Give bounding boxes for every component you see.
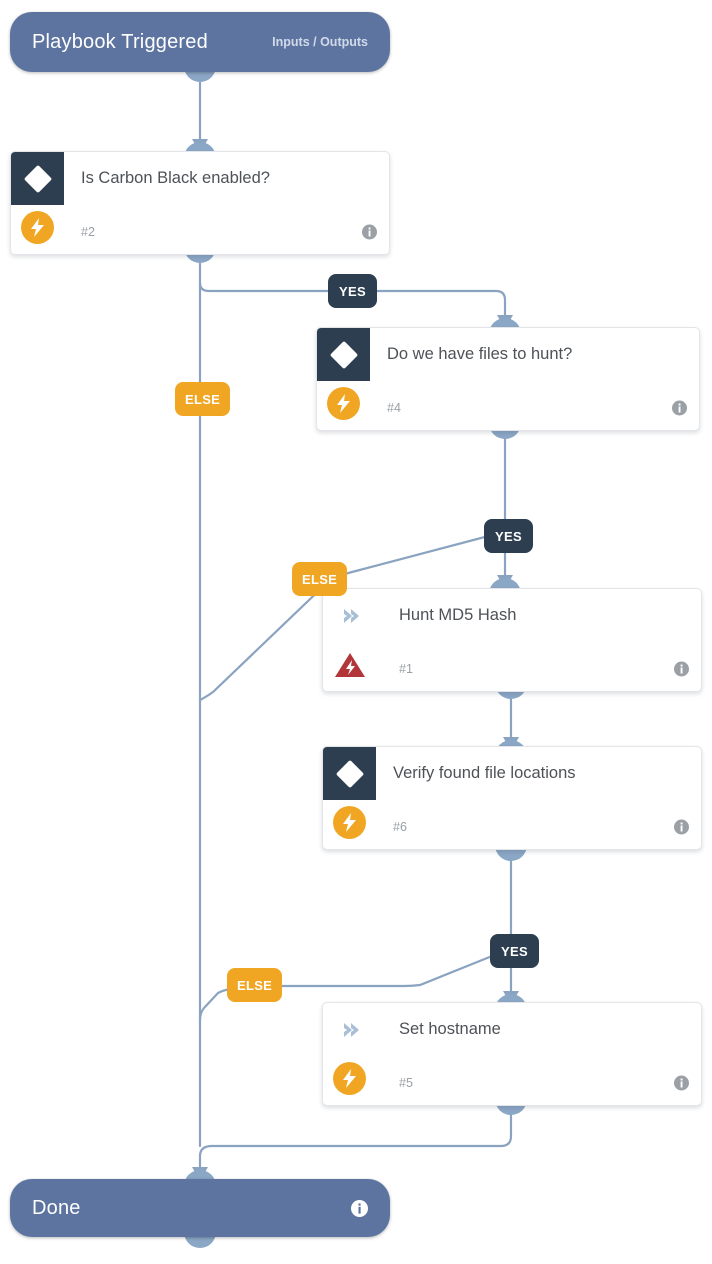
- node-title: Set hostname: [399, 1020, 501, 1038]
- bolt-icon: [11, 201, 64, 254]
- node-header: Hunt MD5 Hash: [323, 589, 701, 642]
- info-icon[interactable]: [674, 1075, 689, 1090]
- edge-label-yes-n2[interactable]: YES: [328, 274, 377, 308]
- node-header: Verify found file locations: [323, 747, 701, 800]
- node-header: Do we have files to hunt?: [317, 328, 699, 381]
- node-done[interactable]: Done: [10, 1179, 390, 1237]
- edge-label-else-n6[interactable]: ELSE: [227, 968, 283, 1002]
- node-title: Playbook Triggered: [32, 30, 208, 53]
- node-title: Hunt MD5 Hash: [399, 606, 517, 624]
- node-hunt-md5-hash[interactable]: Hunt MD5 Hash #1: [322, 588, 702, 692]
- node-title: Done: [32, 1196, 81, 1219]
- node-is-carbon-black-enabled[interactable]: Is Carbon Black enabled? #2: [10, 151, 390, 255]
- node-verify-found-file-locations[interactable]: Verify found file locations #6: [322, 746, 702, 850]
- bolt-icon: [323, 796, 376, 849]
- info-icon[interactable]: [362, 224, 377, 239]
- info-icon[interactable]: [351, 1199, 368, 1217]
- node-number: #6: [393, 819, 407, 834]
- node-footer: #4: [317, 381, 699, 434]
- edge-label-else-n2[interactable]: ELSE: [175, 382, 231, 416]
- edge-n2-yes-to-n4: [198, 281, 507, 318]
- node-do-we-have-files-to-hunt[interactable]: Do we have files to hunt? #4: [316, 327, 700, 431]
- node-number: #4: [387, 400, 401, 415]
- bolt-icon: [323, 1052, 376, 1105]
- info-icon[interactable]: [674, 661, 689, 676]
- node-title: Is Carbon Black enabled?: [81, 169, 270, 187]
- edge-label-yes-n6[interactable]: YES: [490, 934, 539, 968]
- chevron-right-icon: [323, 589, 376, 642]
- node-footer: #6: [323, 800, 701, 853]
- edge-label-yes-n4[interactable]: YES: [484, 519, 533, 553]
- info-icon[interactable]: [674, 819, 689, 834]
- edge-label-else-n4[interactable]: ELSE: [292, 562, 348, 596]
- node-footer: #1: [323, 642, 701, 695]
- bolt-icon: [317, 377, 370, 430]
- node-footer: #5: [323, 1056, 701, 1109]
- node-header: Is Carbon Black enabled?: [11, 152, 389, 205]
- node-set-hostname[interactable]: Set hostname #5: [322, 1002, 702, 1106]
- node-number: #2: [81, 224, 95, 239]
- node-footer: #2: [11, 205, 389, 258]
- node-number: #1: [399, 661, 413, 676]
- inputs-outputs-label[interactable]: Inputs / Outputs: [272, 35, 368, 49]
- node-playbook-triggered[interactable]: Playbook Triggered Inputs / Outputs: [10, 12, 390, 72]
- node-title: Do we have files to hunt?: [387, 345, 573, 363]
- info-icon[interactable]: [672, 400, 687, 415]
- diamond-icon: [11, 152, 64, 205]
- diamond-icon: [317, 328, 370, 381]
- node-title: Verify found file locations: [393, 764, 576, 782]
- edge-n5-to-done: [198, 1106, 513, 1170]
- chevron-right-icon: [323, 1003, 376, 1056]
- warning-triangle-icon: [323, 638, 376, 691]
- node-header: Set hostname: [323, 1003, 701, 1056]
- diamond-icon: [323, 747, 376, 800]
- node-number: #5: [399, 1075, 413, 1090]
